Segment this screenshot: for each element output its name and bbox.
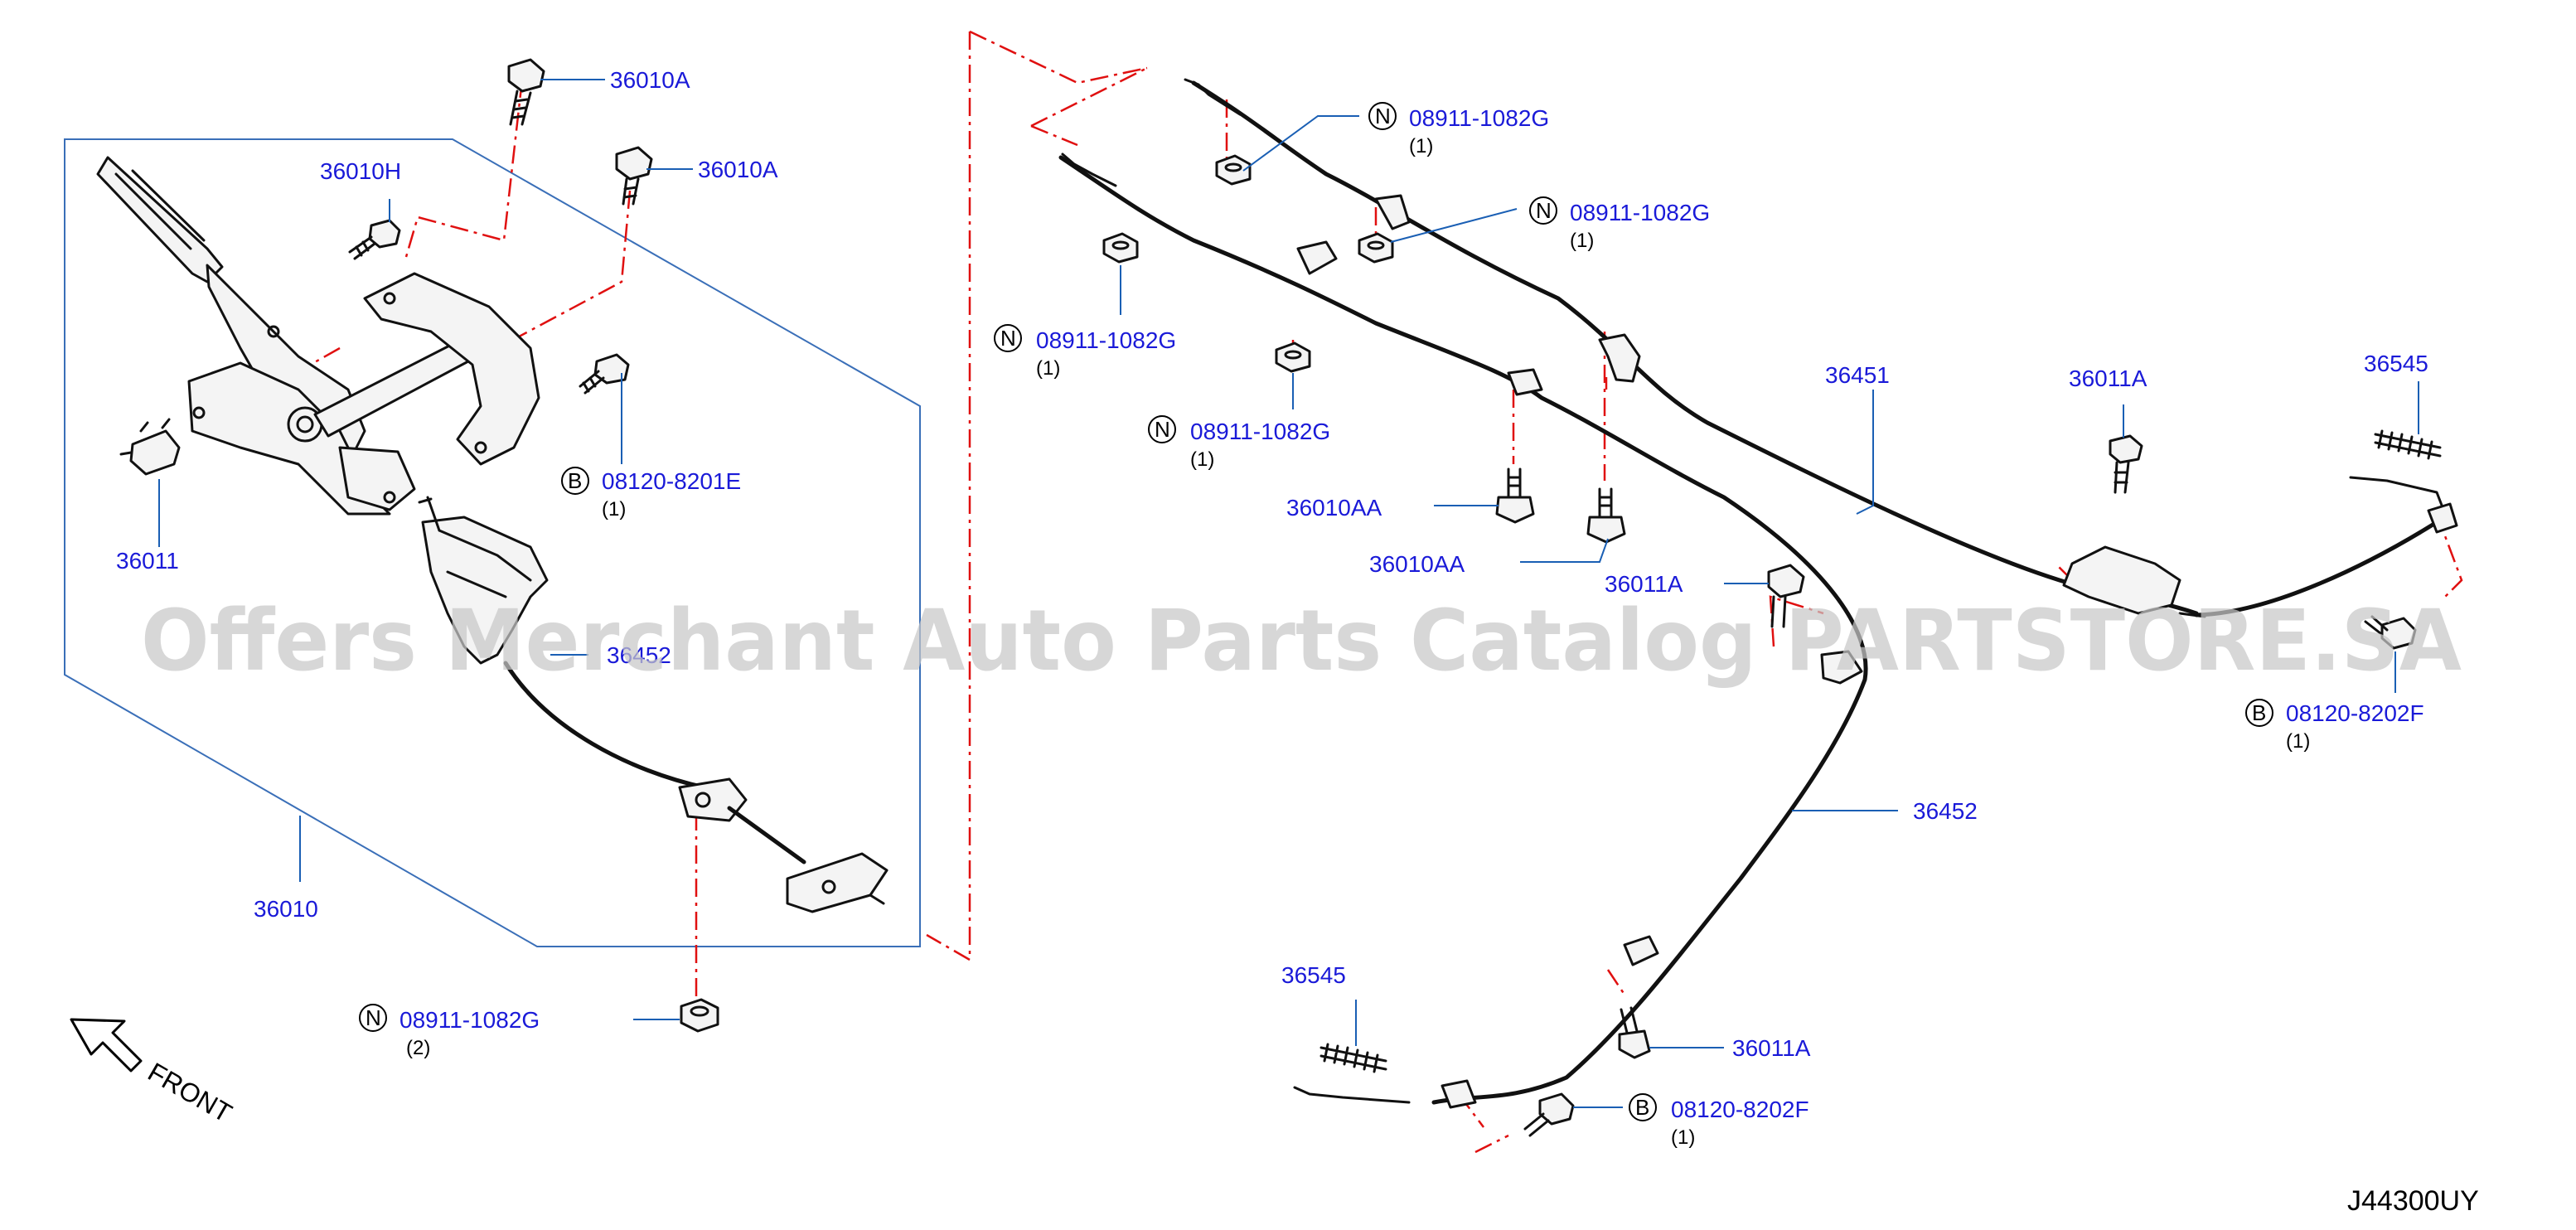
spring-36545-lower xyxy=(1319,1043,1387,1073)
svg-text:(1): (1) xyxy=(2286,730,2310,753)
svg-text:N: N xyxy=(366,1005,381,1030)
svg-text:08120-8202F: 08120-8202F xyxy=(2286,700,2424,726)
bolt-08120-8202F-lower xyxy=(1523,1092,1575,1137)
callout-08911-1082G-front: N 08911-1082G (2) xyxy=(359,1004,540,1059)
svg-text:N: N xyxy=(1375,104,1391,128)
svg-text:(1): (1) xyxy=(1190,448,1214,471)
front-label: FRONT xyxy=(143,1057,237,1128)
callout-36451: 36451 xyxy=(1825,362,1890,388)
front-cable-36452 xyxy=(418,496,889,913)
svg-text:36010A: 36010A xyxy=(698,157,778,182)
svg-text:(1): (1) xyxy=(1036,357,1060,380)
callout-36452-lever: 36452 xyxy=(607,642,671,668)
svg-text:N: N xyxy=(1536,198,1552,223)
svg-text:36010AA: 36010AA xyxy=(1286,495,1382,521)
svg-text:08911-1082G: 08911-1082G xyxy=(399,1007,540,1033)
nut-08911-1082G-c xyxy=(1102,232,1139,264)
svg-text:08120-8201E: 08120-8201E xyxy=(602,468,741,494)
callout-36452-rear: 36452 xyxy=(1913,798,1978,824)
callout-08120-8201E: B 08120-8201E (1) xyxy=(561,467,741,521)
bolt-08120-8202F-right xyxy=(2364,615,2417,650)
bolt-36010A-upper xyxy=(507,58,545,126)
parking-brake-lever xyxy=(96,156,540,516)
bolt-36011A-upper xyxy=(2109,434,2143,494)
svg-text:36011A: 36011A xyxy=(1732,1035,1811,1061)
callout-36545-upper: 36545 xyxy=(2364,351,2428,376)
svg-text:(1): (1) xyxy=(602,498,626,521)
bolt-36010AA-b xyxy=(1586,487,1626,544)
callout-36011A-mid: 36011A xyxy=(1605,571,1683,597)
svg-text:36010: 36010 xyxy=(254,896,318,922)
front-arrow-icon xyxy=(70,1018,143,1073)
svg-text:36011A: 36011A xyxy=(1605,571,1683,597)
svg-text:36011: 36011 xyxy=(116,548,179,574)
callout-08911-1082G-b: N 08911-1082G (1) xyxy=(1529,196,1710,252)
callout-36010A-right: 36010A xyxy=(698,157,778,182)
bolt-36011A-lower xyxy=(1618,1006,1651,1059)
bolt-36010AA-a xyxy=(1495,467,1535,524)
callout-08911-1082G-d: N 08911-1082G (1) xyxy=(1148,415,1330,471)
callout-36010AA-a: 36010AA xyxy=(1286,495,1382,521)
assembly-outline-box xyxy=(64,138,921,947)
svg-text:08911-1082G: 08911-1082G xyxy=(1036,327,1176,353)
diagram-code: J44300UY xyxy=(2347,1185,2479,1217)
callout-08911-1082G-a: N 08911-1082G (1) xyxy=(1368,102,1549,157)
callout-08120-8202F-right: B 08120-8202F (1) xyxy=(2245,699,2424,753)
rear-cable-36451-upper xyxy=(1184,78,2199,616)
brake-switch-36011 xyxy=(119,418,181,476)
callout-36010A-upper: 36010A xyxy=(610,67,690,93)
svg-text:36545: 36545 xyxy=(2364,351,2428,376)
svg-text:(1): (1) xyxy=(1671,1126,1695,1149)
rear-bracket-right xyxy=(2062,476,2458,618)
spring-36545-upper xyxy=(2374,429,2442,460)
nut-08911-1082G-d xyxy=(1275,341,1311,373)
svg-text:36010A: 36010A xyxy=(610,67,690,93)
svg-text:(1): (1) xyxy=(1409,135,1433,157)
nut-08911-1082G-a xyxy=(1215,154,1252,186)
callout-36545-lower: 36545 xyxy=(1281,962,1346,988)
svg-text:36452: 36452 xyxy=(1913,798,1978,824)
callout-36010: 36010 xyxy=(254,896,318,922)
bolt-36011A-mid xyxy=(1767,564,1805,628)
leader-lines xyxy=(158,79,2419,1108)
svg-text:36452: 36452 xyxy=(607,642,671,668)
callout-36011: 36011 xyxy=(116,548,179,574)
svg-text:36451: 36451 xyxy=(1825,362,1890,388)
watermark-text: Offers Merchant Auto Parts Catalog PARTS… xyxy=(141,592,2462,690)
svg-text:B: B xyxy=(1635,1095,1649,1120)
svg-text:B: B xyxy=(568,468,582,493)
bolt-36010A-right xyxy=(615,146,653,206)
callout-36011A-lower: 36011A xyxy=(1732,1035,1811,1061)
svg-text:08911-1082G: 08911-1082G xyxy=(1190,419,1330,444)
svg-text:(1): (1) xyxy=(1570,230,1594,252)
svg-text:36545: 36545 xyxy=(1281,962,1346,988)
bolt-36010H xyxy=(348,219,401,260)
rear-cable-36452-lower xyxy=(1058,153,1868,1109)
callout-08120-8202F-lower: B 08120-8202F (1) xyxy=(1629,1093,1809,1149)
callout-36010H: 36010H xyxy=(320,158,401,184)
callout-36011A-upper: 36011A xyxy=(2069,366,2147,391)
svg-text:36010H: 36010H xyxy=(320,158,401,184)
callout-08911-1082G-c: N 08911-1082G (1) xyxy=(994,324,1176,380)
svg-text:36011A: 36011A xyxy=(2069,366,2147,391)
svg-text:08911-1082G: 08911-1082G xyxy=(1570,200,1710,225)
alignment-lines xyxy=(206,30,2463,1154)
bolt-08120-8201E xyxy=(579,353,630,395)
svg-text:N: N xyxy=(1155,417,1170,442)
svg-text:N: N xyxy=(1000,326,1016,351)
svg-text:36010AA: 36010AA xyxy=(1369,551,1465,577)
svg-text:B: B xyxy=(2252,700,2266,725)
callout-36010AA-b: 36010AA xyxy=(1369,551,1465,577)
svg-text:(2): (2) xyxy=(406,1037,430,1059)
svg-text:08120-8202F: 08120-8202F xyxy=(1671,1097,1809,1122)
nut-08911-1082G-b xyxy=(1358,232,1394,264)
svg-text:08911-1082G: 08911-1082G xyxy=(1409,105,1549,131)
nut-08911-1082G-front xyxy=(680,998,719,1033)
